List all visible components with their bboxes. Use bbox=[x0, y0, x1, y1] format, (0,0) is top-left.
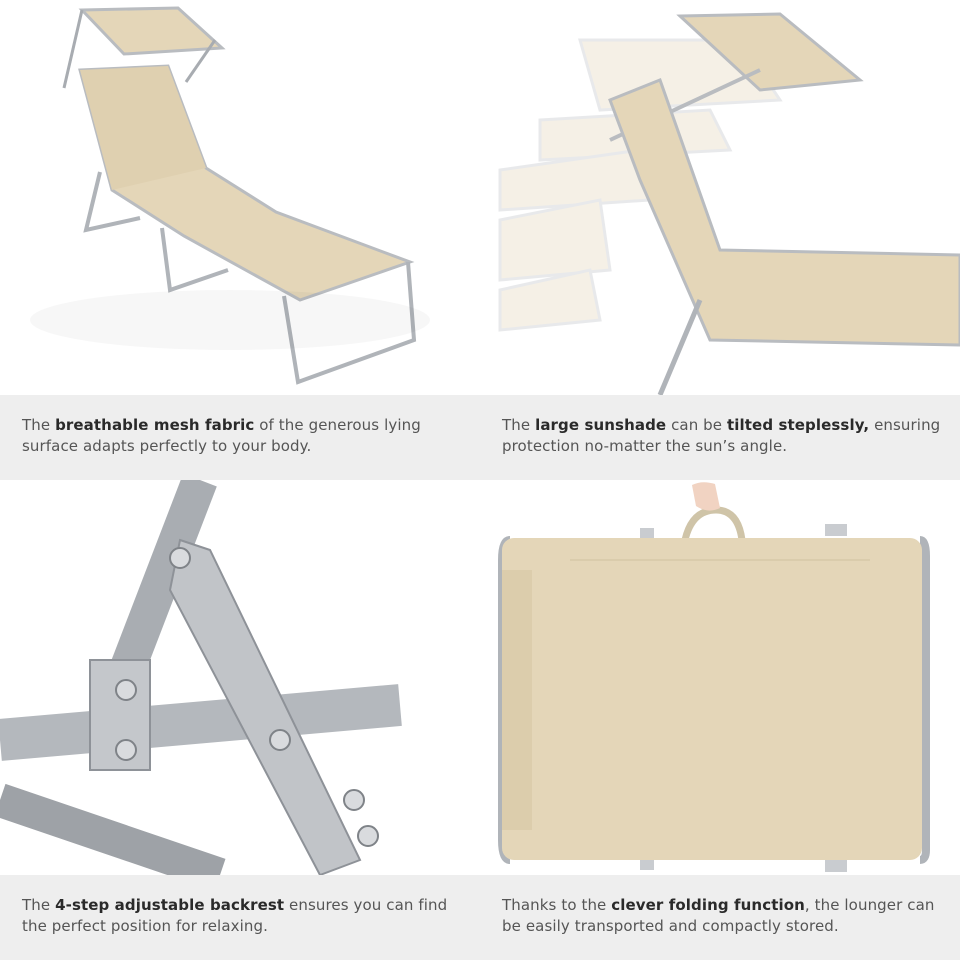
caption-sunshade: The large sunshade can be tilted steples… bbox=[480, 395, 960, 480]
lounger-image bbox=[0, 0, 480, 395]
caption-highlight: large sunshade bbox=[535, 416, 667, 434]
backrest-closeup-image bbox=[0, 480, 480, 875]
folded-lounger-image bbox=[480, 480, 960, 875]
caption-folding: Thanks to the clever folding function, t… bbox=[480, 875, 960, 960]
caption-highlight: breathable mesh fabric bbox=[55, 416, 255, 434]
caption-text: The breathable mesh fabric of the genero… bbox=[22, 416, 421, 455]
caption-text: The 4-step adjustable backrest ensures y… bbox=[22, 896, 448, 935]
caption-highlight: 4-step adjustable backrest bbox=[55, 896, 285, 914]
caption-backrest: The 4-step adjustable backrest ensures y… bbox=[0, 875, 480, 960]
caption-highlight: tilted steplessly, bbox=[727, 416, 870, 434]
caption-text: Thanks to the clever folding function, t… bbox=[502, 896, 935, 935]
caption-text: The large sunshade can be tilted steples… bbox=[502, 416, 941, 455]
caption-highlight: clever folding function bbox=[611, 896, 805, 914]
caption-fabric: The breathable mesh fabric of the genero… bbox=[0, 395, 480, 480]
sunshade-tilt-image bbox=[480, 0, 960, 395]
